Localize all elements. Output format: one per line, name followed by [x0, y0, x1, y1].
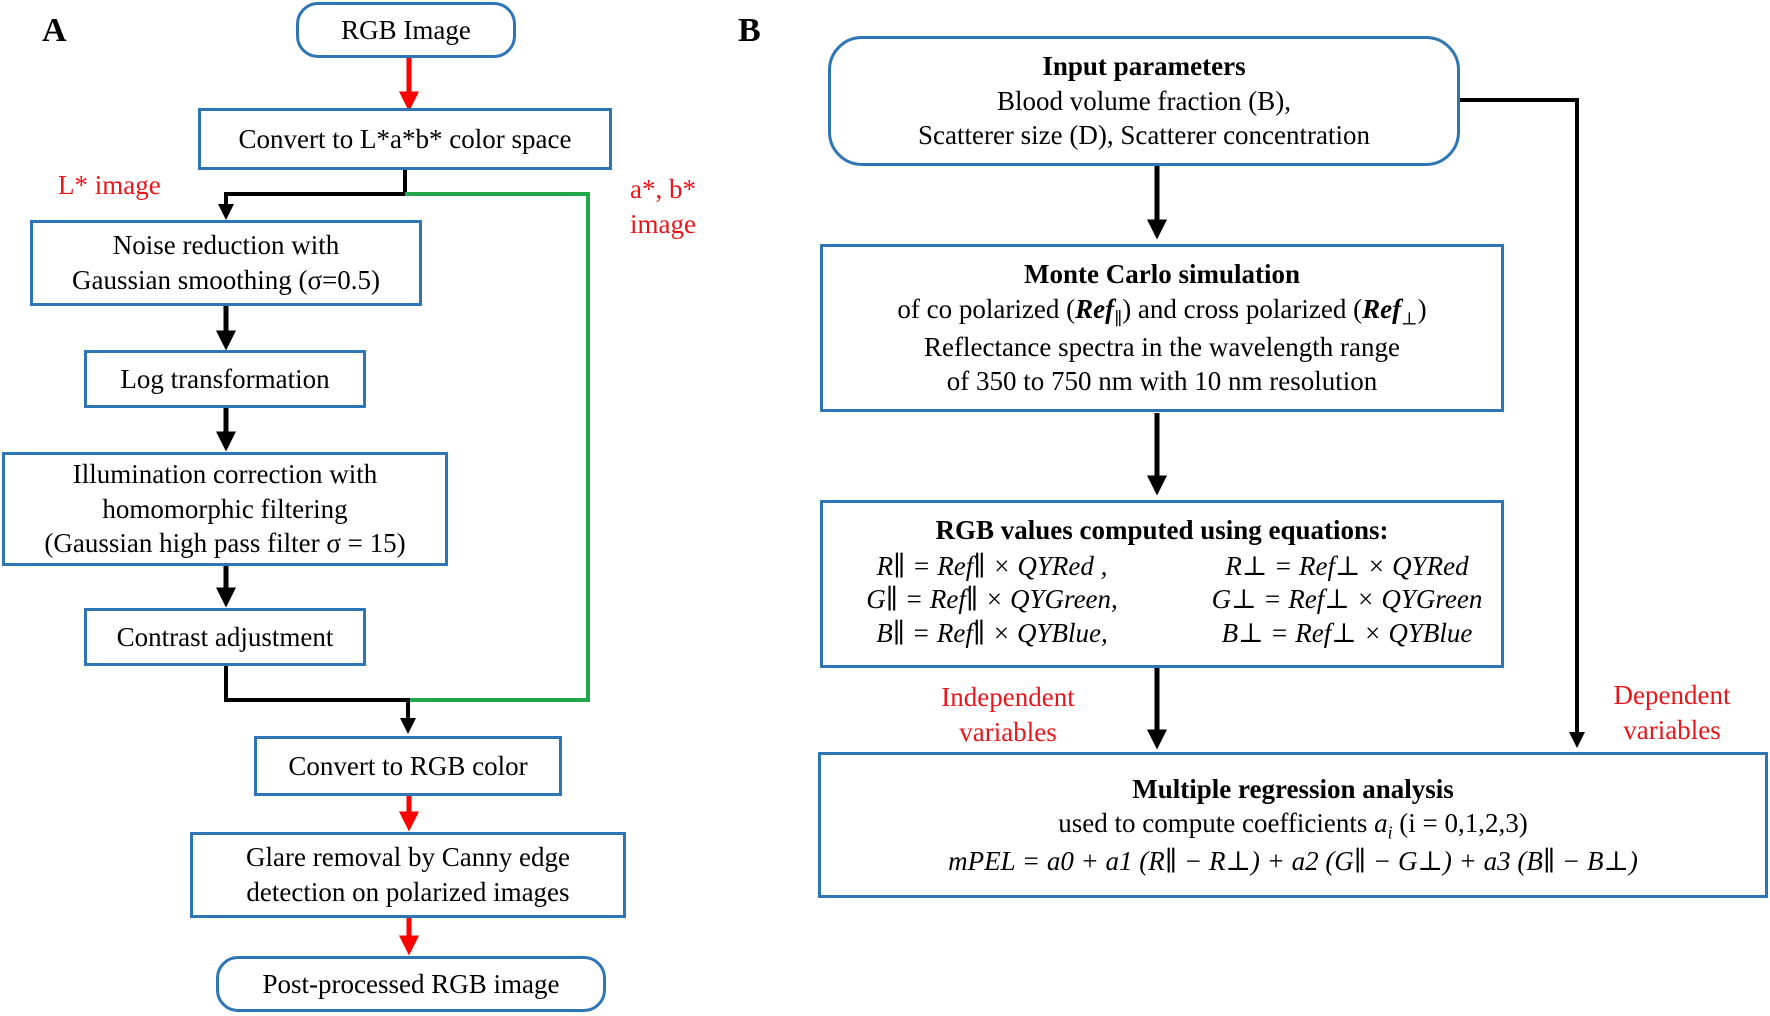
monte-carlo-box: Monte Carlo simulation of co polarized (…	[820, 244, 1504, 412]
ab-image-label-line2: image	[630, 208, 696, 239]
l-image-label: L* image	[58, 170, 161, 200]
convert-lab-box: Convert to L*a*b* color space	[198, 108, 612, 170]
input-parameters-line2: Scatterer size (D), Scatterer concentrat…	[917, 120, 1370, 151]
illumination-line2: homomorphic filtering	[102, 493, 348, 524]
green-ab-path	[405, 192, 590, 702]
monte-carlo-line3: of 350 to 750 nm with 10 nm resolution	[946, 366, 1378, 397]
multiple-regression-line1: used to compute coefficients ai (i = 0,1…	[1058, 808, 1528, 843]
arrow-contrast-to-rgb	[224, 666, 416, 734]
noise-reduction-box: Noise reduction with Gaussian smoothing …	[30, 220, 422, 306]
input-parameters-title: Input parameters	[1042, 51, 1246, 82]
convert-lab-text: Convert to L*a*b* color space	[238, 123, 572, 154]
log-transform-text: Log transformation	[120, 363, 330, 394]
glare-removal-box: Glare removal by Canny edge detection on…	[190, 832, 626, 918]
panel-label-b: B	[738, 12, 761, 49]
input-parameters-line1: Blood volume fraction (B),	[997, 85, 1291, 116]
dependent-line1: Dependent	[1613, 680, 1731, 710]
multiple-regression-title: Multiple regression analysis	[1132, 773, 1454, 804]
eq-g-par: G∥ = Ref∥ × QYGreen,	[866, 584, 1118, 615]
dependent-variables-label: Dependent variables	[1592, 678, 1752, 747]
illumination-box: Illumination correction with homomorphic…	[2, 452, 448, 566]
eq-b-perp: B⊥ = Ref⊥ × QYBlue	[1221, 618, 1473, 649]
mpel-equation: mPEL = a0 + a1 (R∥ − R⊥) + a2 (G∥ − G⊥) …	[948, 845, 1638, 876]
noise-reduction-line1: Noise reduction with	[112, 230, 340, 261]
panel-label-a: A	[42, 12, 67, 49]
multiple-regression-box: Multiple regression analysis used to com…	[818, 752, 1768, 898]
equation-grid: R∥ = Ref∥ × QYRed , R⊥ = Ref⊥ × QYRed G∥…	[827, 550, 1497, 651]
post-processed-text: Post-processed RGB image	[262, 968, 560, 999]
eq-r-perp: R⊥ = Ref⊥ × QYRed	[1225, 550, 1469, 581]
post-processed-box: Post-processed RGB image	[216, 956, 606, 1012]
glare-removal-line2: detection on polarized images	[246, 877, 570, 907]
arrow-lab-to-noise	[218, 170, 407, 220]
monte-carlo-line2: Reflectance spectra in the wavelength ra…	[923, 331, 1400, 362]
illumination-line3: (Gaussian high pass filter σ = 15)	[44, 528, 406, 559]
ab-image-label-line1: a*, b*	[630, 174, 696, 204]
arrow-input-to-mra	[1458, 98, 1585, 748]
noise-reduction-line2: Gaussian smoothing (σ=0.5)	[71, 265, 380, 295]
monte-carlo-line1: of co polarized (Ref∥) and cross polariz…	[897, 293, 1427, 329]
contrast-text: Contrast adjustment	[116, 621, 334, 652]
independent-line1: Independent	[941, 682, 1075, 712]
eq-g-perp: G⊥ = Ref⊥ × QYGreen	[1211, 584, 1483, 615]
dependent-line2: variables	[1623, 714, 1721, 745]
input-parameters-box: Input parameters Blood volume fraction (…	[828, 36, 1460, 166]
rgb-values-box: RGB values computed using equations: R∥ …	[820, 500, 1504, 668]
convert-rgb-text: Convert to RGB color	[288, 750, 528, 781]
convert-rgb-box: Convert to RGB color	[254, 736, 562, 796]
illumination-line1: Illumination correction with	[72, 459, 378, 490]
independent-variables-label: Independent variables	[918, 680, 1098, 749]
log-transform-box: Log transformation	[84, 350, 366, 408]
glare-removal-line1: Glare removal by Canny edge	[246, 842, 570, 873]
eq-r-par: R∥ = Ref∥ × QYRed ,	[876, 550, 1108, 581]
independent-line2: variables	[959, 716, 1057, 747]
rgb-image-text: RGB Image	[341, 14, 471, 45]
rgb-image-box: RGB Image	[296, 2, 516, 58]
contrast-box: Contrast adjustment	[84, 608, 366, 666]
monte-carlo-title: Monte Carlo simulation	[1024, 259, 1300, 290]
rgb-values-title: RGB values computed using equations:	[935, 515, 1389, 545]
ab-image-label: a*, b* image	[622, 172, 704, 241]
eq-b-par: B∥ = Ref∥ × QYBlue,	[876, 618, 1108, 649]
